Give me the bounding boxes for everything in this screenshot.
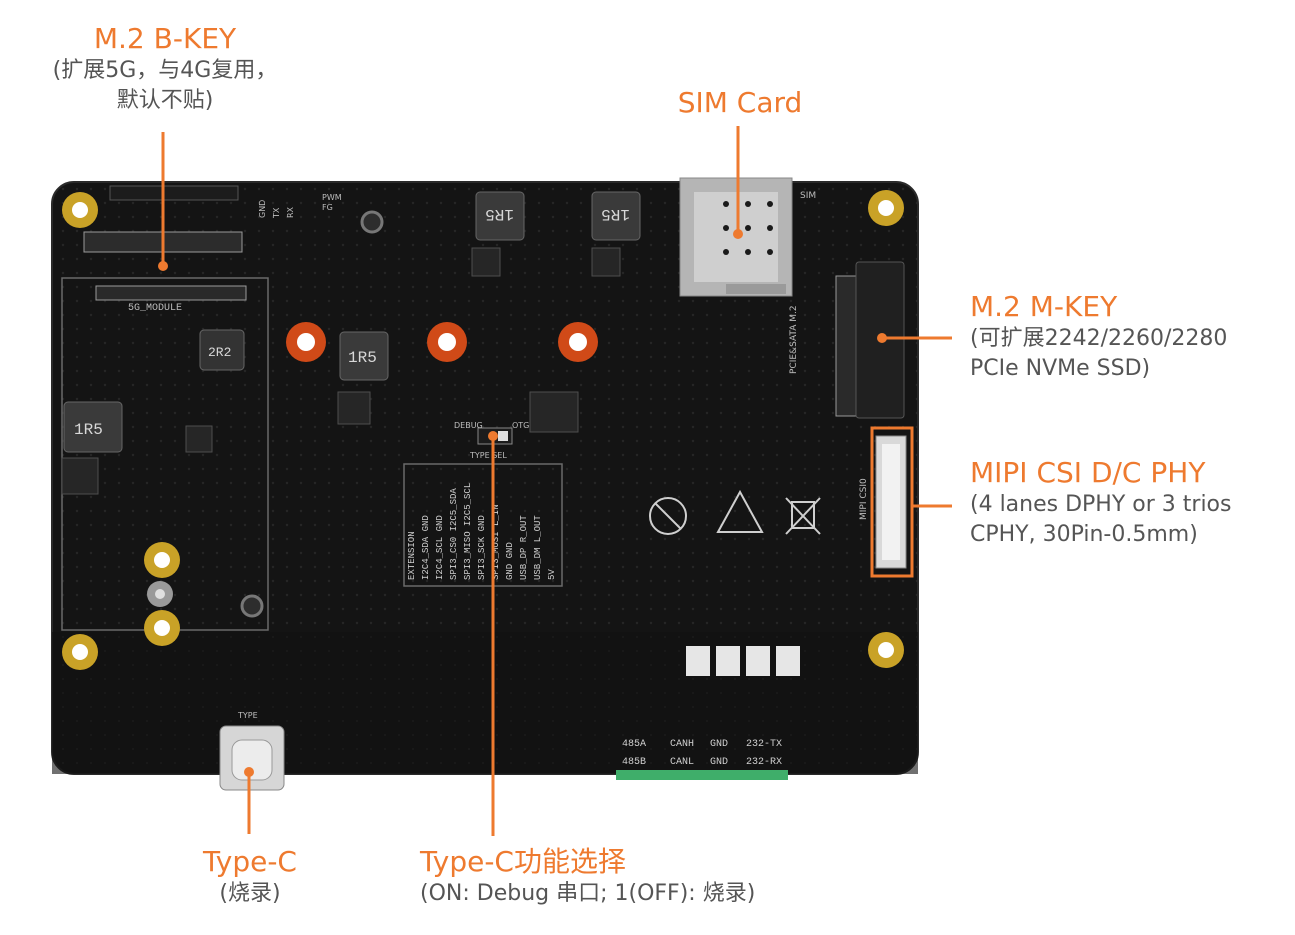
silk-tx: TX <box>272 207 281 219</box>
callout-mipi-note1: (4 lanes DPHY or 3 trios <box>970 492 1232 517</box>
inductors <box>63 191 641 453</box>
inductor-label-1: 1R5 <box>485 205 514 223</box>
terminal-label: 485A <box>622 739 646 750</box>
silk-gnd: GND <box>258 200 267 218</box>
extension-labels: EXTENSION I2C4_SDA GND I2C4_SCL GND SPI3_CS… <box>407 483 557 580</box>
callout-sim: SIM Card <box>640 86 840 120</box>
terminal-label: CANH <box>670 739 694 750</box>
extension-label: SPI3_MISO I2C5_SCL <box>463 483 473 580</box>
silk-outline-ext <box>403 463 563 587</box>
silk-5g-module: 5G_MODULE <box>128 303 182 314</box>
callout-typec-note: (烧录) <box>219 881 281 906</box>
silk-pwm: PWM <box>322 193 342 202</box>
callout-mipi-title: MIPI CSI D/C PHY <box>970 456 1206 489</box>
callout-m2-mkey-title: M.2 M-KEY <box>970 290 1118 323</box>
terminal-label: GND <box>710 757 728 768</box>
mipi-csi-connector <box>875 435 907 569</box>
extension-label: 5V <box>547 569 557 580</box>
power-resistors <box>686 646 800 676</box>
mounting-holes <box>62 190 904 670</box>
inductor-label-3: 1R5 <box>348 349 377 367</box>
callout-typec-title: Type-C <box>203 845 297 878</box>
can-labels-row2: 485B CANL GND 232-RX <box>622 757 782 768</box>
callout-dot-bkey <box>158 261 168 271</box>
extension-label: I2C4_SCL GND <box>435 515 445 580</box>
callout-m2-mkey: M.2 M-KEY (可扩展2242/2260/2280 PCIe NVMe S… <box>970 290 1290 384</box>
terminal-label: GND <box>710 739 728 750</box>
callout-m2-bkey-note2: 默认不贴) <box>116 88 214 113</box>
callout-dot-mkey <box>877 333 887 343</box>
m2-mkey-connector <box>835 261 905 419</box>
terminal-label: CANL <box>670 757 694 768</box>
typec-port <box>219 725 285 791</box>
copper-standoffs <box>286 322 598 362</box>
extension-label: GND GND <box>505 542 515 580</box>
extension-label: USB_DP R_OUT <box>519 515 529 580</box>
extension-label: I2C4_SDA GND <box>421 515 431 580</box>
terminal-label: 232-TX <box>746 739 782 750</box>
inductor-label-5: 2R2 <box>208 345 231 360</box>
terminal-label: 232-RX <box>746 757 782 768</box>
callout-m2-bkey: M.2 B-KEY (扩展5G，与4G复用， 默认不贴) <box>20 22 310 116</box>
extension-label: USB_DM L_OUT <box>533 515 543 580</box>
ics <box>61 247 621 495</box>
silk-typesel: TYPE SEL <box>469 451 507 460</box>
callout-m2-mkey-note1: (可扩展2242/2260/2280 <box>970 326 1228 351</box>
callout-typec-select-note: (ON: Debug 串口; 1(OFF): 烧录) <box>420 881 756 906</box>
callout-dot-typec <box>244 767 254 777</box>
terminal-label: 485B <box>622 757 646 768</box>
callout-sim-title: SIM Card <box>677 86 803 119</box>
callout-lines <box>161 126 952 836</box>
callout-m2-bkey-title: M.2 B-KEY <box>93 22 237 55</box>
extension-label: SPI3_SCK GND <box>477 515 487 580</box>
silk-mipi: MIPI CSI0 <box>859 478 869 520</box>
extension-label: SPI3_MOSI L_IN <box>491 504 501 580</box>
callout-dot-sim <box>733 229 743 239</box>
pcb-lower-area <box>52 632 918 774</box>
callout-mipi-note2: CPHY, 30Pin-0.5mm) <box>970 522 1198 547</box>
extension-label: SPI3_CS0 I2C5_SDA <box>449 488 459 580</box>
compliance-symbols <box>649 489 821 535</box>
silk-fg: FG <box>322 203 333 212</box>
terminal-block <box>616 770 788 780</box>
inductor-label-4: 1R5 <box>74 421 103 439</box>
silk-debug: DEBUG <box>454 421 483 430</box>
callout-dot-sel <box>488 431 498 441</box>
callout-m2-bkey-note1: (扩展5G，与4G复用， <box>52 58 278 83</box>
silk-otg: OTG <box>512 421 529 430</box>
callout-typec-select-title: Type-C功能选择 <box>420 845 626 878</box>
callout-m2-mkey-note2: PCIe NVMe SSD) <box>970 356 1151 381</box>
extension-label: EXTENSION <box>407 531 417 580</box>
callout-typec-select: Type-C功能选择 (ON: Debug 串口; 1(OFF): 烧录) <box>420 845 880 909</box>
inductor-label-2: 1R5 <box>601 205 630 223</box>
can-labels-row1: 485A CANH GND 232-TX <box>622 739 782 750</box>
callout-mipi: MIPI CSI D/C PHY (4 lanes DPHY or 3 trio… <box>970 456 1290 550</box>
silk-rx: RX <box>286 206 295 218</box>
silk-typec: TYPE <box>237 711 258 720</box>
silk-pcie: PCIE&SATA M.2 <box>789 305 799 374</box>
callout-typec: Type-C (烧录) <box>160 845 340 909</box>
silk-sim: SIM <box>800 191 816 201</box>
top-pin-header <box>109 185 239 201</box>
